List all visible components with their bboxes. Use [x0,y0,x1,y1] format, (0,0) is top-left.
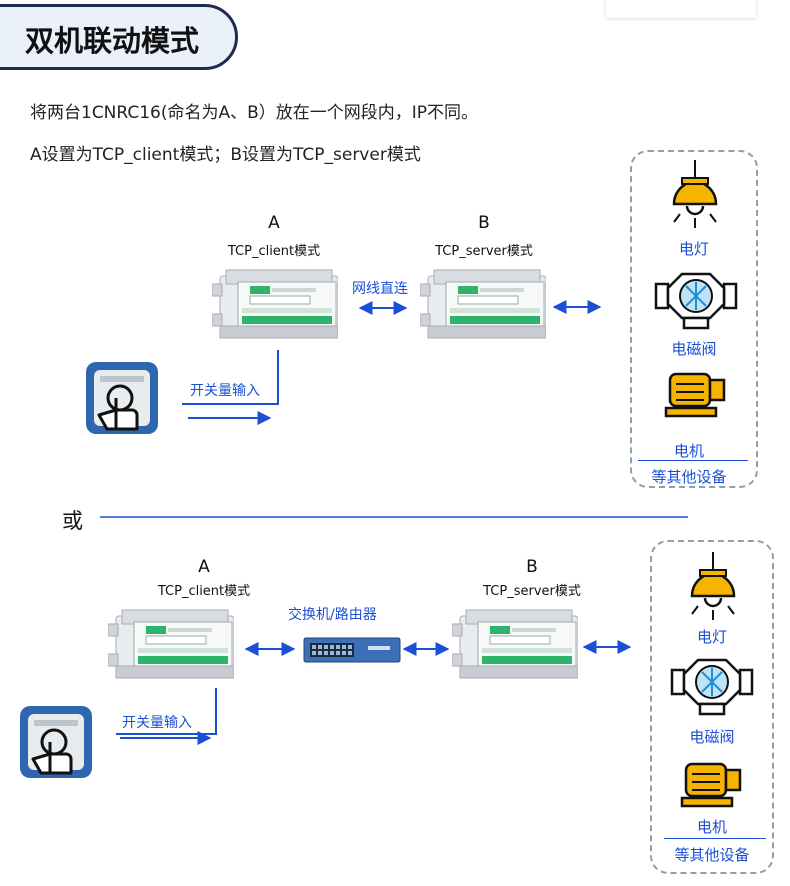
s2-push-button-icon [18,704,94,780]
s1-devices-rule [638,460,748,461]
s2-device-lamp: 电灯 [696,628,727,646]
s2-devices-more: 等其他设备 [674,846,750,864]
s1-device-valve: 电磁阀 [671,340,717,358]
title-banner: 双机联动模式 [0,4,238,70]
s1-lamp-icon [672,160,718,228]
separator-or: 或 [62,509,83,533]
s2-input-line [116,688,217,735]
s2-device-motor: 电机 [696,818,727,836]
top-right-card [606,0,756,18]
s2-lamp-icon [690,552,736,620]
s2-input-label: 开关量输入 [122,715,192,731]
s2-devices-rule [664,838,766,839]
s1-device-lamp: 电灯 [678,240,709,258]
s1-device-motor: 电机 [673,442,704,460]
s1-devices-box [630,150,758,488]
s1-link-label: 网线直连 [352,281,408,297]
s2-module-b [452,609,578,679]
s1-b-mode: TCP_server模式 [435,244,533,259]
intro-line-1: 将两台1CNRC16(命名为A、B）放在一个网段内，IP不同。 [30,103,479,123]
s1-devices-more: 等其他设备 [651,468,727,486]
s2-module-a [108,609,234,679]
page-title: 双机联动模式 [25,24,200,58]
s1-valve-icon [654,272,738,330]
intro-line-2: A设置为TCP_client模式；B设置为TCP_server模式 [30,145,421,165]
s1-b-label: B [478,213,490,233]
s2-switch-label: 交换机/路由器 [288,607,377,623]
s1-input-line [182,350,279,405]
s2-a-mode: TCP_client模式 [157,584,251,599]
s1-input-label: 开关量输入 [190,383,260,399]
s1-a-mode: TCP_client模式 [227,244,321,259]
s1-motor-icon [664,372,726,418]
s2-b-label: B [526,557,538,577]
s1-push-button-icon [84,360,160,436]
s2-motor-icon [680,762,742,808]
s2-valve-icon [670,658,754,716]
s2-a-label: A [198,557,210,577]
s2-b-mode: TCP_server模式 [483,584,581,599]
s2-devices-box [650,540,774,874]
s1-a-label: A [268,213,280,233]
network-switch-icon [303,637,401,663]
s2-device-valve: 电磁阀 [689,728,735,746]
